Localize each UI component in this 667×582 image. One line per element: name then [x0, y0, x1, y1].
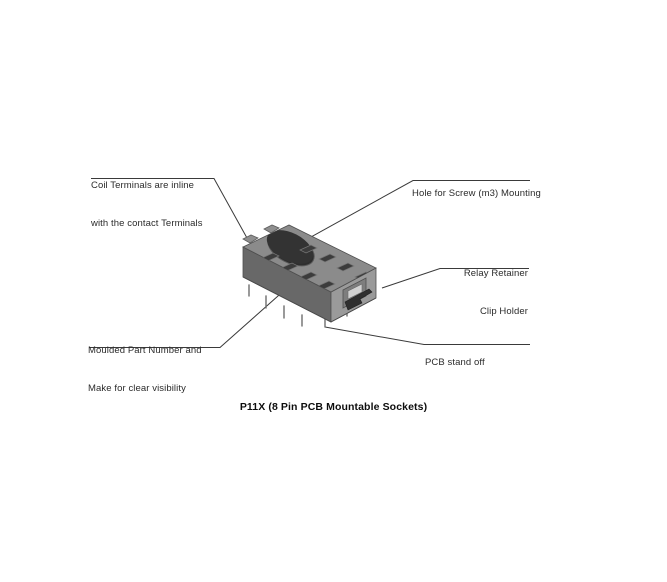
callout-line-1: PCB stand off	[425, 357, 485, 368]
callout-moulded-part-number: Moulded Part Number and Make for clear v…	[88, 320, 202, 420]
figure-caption: P11X (8 Pin PCB Mountable Sockets)	[239, 401, 428, 413]
relay-retainer-clip	[342, 277, 373, 311]
callout-line-2: Make for clear visibility	[88, 382, 186, 394]
callout-line-1: Relay Retainer	[463, 268, 528, 279]
leader-screw-hole	[290, 180, 530, 249]
socket-bottom-edge	[242, 276, 377, 323]
callout-coil-terminals: Coil Terminals are inline with the conta…	[91, 155, 203, 255]
callout-line-2: with the contact Terminals	[91, 217, 203, 229]
leader-coil-terminals	[91, 178, 248, 239]
leader-moulded-part-number	[89, 271, 306, 348]
callout-pcb-stand-off: PCB stand off	[425, 332, 485, 395]
callout-line-2: Clip Holder	[479, 305, 528, 317]
leader-relay-retainer	[381, 268, 529, 289]
callout-relay-retainer: Relay Retainer Clip Holder	[408, 243, 528, 343]
callout-line-1: Moulded Part Number and	[88, 345, 202, 356]
callout-screw-hole: Hole for Screw (m3) Mounting	[412, 163, 541, 226]
callout-line-1: Coil Terminals are inline	[91, 180, 195, 191]
leader-pcb-stand-off	[324, 326, 530, 345]
callout-line-1: Hole for Screw (m3) Mounting	[412, 188, 541, 199]
